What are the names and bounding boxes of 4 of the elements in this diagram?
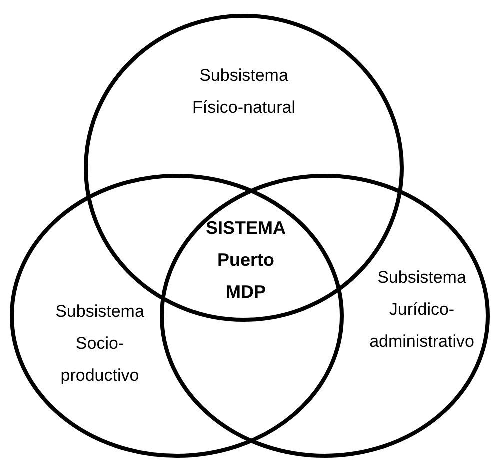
circle-label: Subsistema Físico-natural xyxy=(192,65,296,119)
circle-label: Subsistema Jurídico-administrativo xyxy=(368,267,476,353)
center-label: SISTEMA Puerto MDP xyxy=(204,217,287,304)
circle-label: Subsistema Socio-productivo xyxy=(54,301,146,387)
